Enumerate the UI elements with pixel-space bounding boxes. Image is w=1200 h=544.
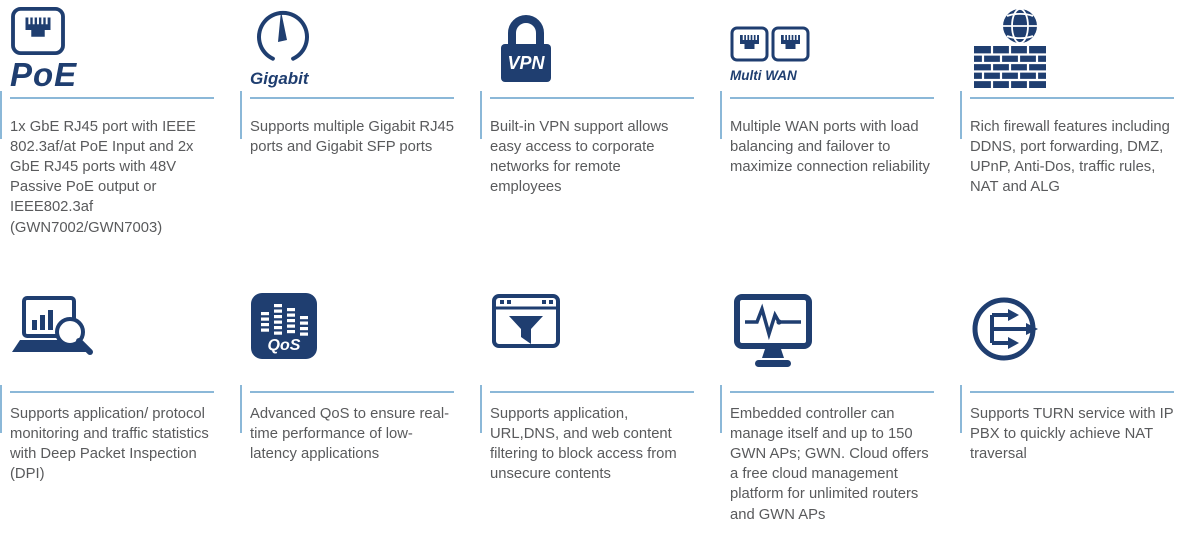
divider bbox=[720, 385, 934, 433]
svg-text:VPN: VPN bbox=[507, 53, 545, 73]
poe-icon-block: PoE bbox=[10, 0, 214, 97]
feature-card-filtering: Supports application, URL,DNS, and web c… bbox=[480, 288, 720, 544]
feature-card-qos: QoS Advanced QoS to ensure real-time per… bbox=[240, 288, 480, 544]
gigabit-gauge-icon bbox=[250, 6, 316, 64]
gigabit-label: Gigabit bbox=[250, 69, 309, 88]
svg-text:QoS: QoS bbox=[268, 337, 301, 354]
divider bbox=[720, 91, 934, 139]
feature-card-multi-wan: Multi WAN Multiple WAN ports with load b… bbox=[720, 0, 960, 288]
firewall-brick-globe-icon bbox=[970, 6, 1052, 92]
feature-text: Built-in VPN support allows easy access … bbox=[490, 119, 669, 196]
feature-card-gigabit: Gigabit Supports multiple Gigabit RJ45 p… bbox=[240, 0, 480, 288]
divider bbox=[480, 385, 694, 433]
controller-monitor-pulse-icon bbox=[730, 292, 816, 372]
divider bbox=[240, 385, 454, 433]
divider bbox=[960, 385, 1174, 433]
feature-text: Rich firewall features including DDNS, p… bbox=[970, 119, 1170, 196]
vpn-icon-block: VPN bbox=[490, 0, 694, 97]
divider bbox=[480, 91, 694, 139]
divider bbox=[0, 385, 214, 433]
feature-text: Supports application, URL,DNS, and web c… bbox=[490, 406, 677, 483]
feature-text: Advanced QoS to ensure real-time perform… bbox=[250, 406, 450, 463]
feature-text: Embedded controller can manage itself an… bbox=[730, 406, 929, 523]
feature-text: Supports TURN service with IP PBX to qui… bbox=[970, 406, 1174, 463]
rj45-port-icon bbox=[10, 6, 66, 56]
gigabit-icon-block: Gigabit bbox=[250, 0, 454, 97]
controller-icon-block bbox=[730, 288, 934, 391]
divider bbox=[0, 91, 214, 139]
feature-card-poe: PoE 1x GbE RJ45 port with IEEE 802.3af/a… bbox=[0, 0, 240, 288]
qos-equalizer-icon: QoS bbox=[250, 292, 318, 360]
content-filter-funnel-icon bbox=[490, 292, 564, 360]
feature-text: 1x GbE RJ45 port with IEEE 802.3af/at Po… bbox=[10, 119, 196, 236]
divider bbox=[240, 91, 454, 139]
feature-text: Supports application/ protocol monitorin… bbox=[10, 406, 209, 483]
feature-card-firewall: Rich firewall features including DDNS, p… bbox=[960, 0, 1200, 288]
turn-icon-block bbox=[970, 288, 1174, 391]
feature-card-vpn: VPN Built-in VPN support allows easy acc… bbox=[480, 0, 720, 288]
multi-wan-icon-block: Multi WAN bbox=[730, 0, 934, 97]
feature-card-dpi: Supports application/ protocol monitorin… bbox=[0, 288, 240, 544]
feature-card-turn: Supports TURN service with IP PBX to qui… bbox=[960, 288, 1200, 544]
vpn-lock-icon: VPN bbox=[490, 8, 562, 90]
qos-icon-block: QoS bbox=[250, 288, 454, 391]
firewall-icon-block bbox=[970, 0, 1174, 97]
turn-nat-traversal-icon bbox=[970, 292, 1048, 366]
poe-label: PoE bbox=[10, 56, 78, 93]
multi-wan-ports-icon bbox=[730, 26, 810, 62]
feature-text: Multiple WAN ports with load balancing a… bbox=[730, 119, 930, 176]
feature-text: Supports multiple Gigabit RJ45 ports and… bbox=[250, 119, 454, 156]
feature-card-controller: Embedded controller can manage itself an… bbox=[720, 288, 960, 544]
multi-wan-label: Multi WAN bbox=[730, 68, 797, 83]
dpi-laptop-magnifier-icon bbox=[10, 292, 98, 370]
dpi-icon-block bbox=[10, 288, 214, 391]
filtering-icon-block bbox=[490, 288, 694, 391]
divider bbox=[960, 91, 1174, 139]
